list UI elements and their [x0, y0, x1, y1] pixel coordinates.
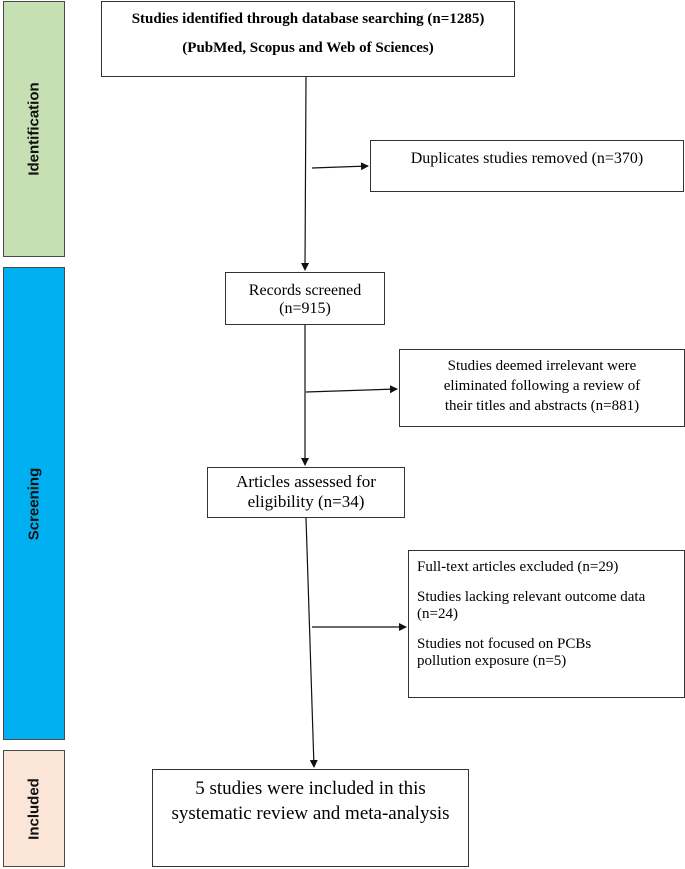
arrow-to-duplicates	[311, 162, 369, 171]
eligibility-line-2: eligibility (n=34)	[247, 492, 365, 511]
excluded-line-1: Full-text articles excluded (n=29)	[417, 559, 619, 575]
duplicates-line-1: Duplicates studies removed (n=370)	[410, 150, 644, 167]
phase-identification: Identification	[3, 1, 65, 257]
irrelevant-line-2: eliminated following a review of	[443, 378, 641, 394]
identified-line-2: (PubMed, Scopus and Web of Sciences)	[182, 40, 434, 56]
included-line-1: 5 studies were included in this	[195, 778, 426, 799]
arrow-to-irrelevant	[305, 385, 398, 394]
identified-line-1: Studies identified through database sear…	[131, 11, 485, 27]
eligibility-line-1: Articles assessed for	[236, 472, 376, 491]
excluded-line-4: Studies not focused on PCBs	[417, 636, 592, 652]
irrelevant-line-3: their titles and abstracts (n=881)	[444, 398, 640, 414]
box-irrelevant: Studies deemed irrelevant were eliminate…	[399, 349, 685, 427]
arrow-identified-to-screened	[301, 76, 310, 271]
box-excluded: Full-text articles excluded (n=29) Studi…	[408, 550, 685, 698]
box-screened: Records screened (n=915)	[225, 272, 385, 325]
irrelevant-line-1: Studies deemed irrelevant were	[447, 358, 637, 374]
excluded-line-5: pollution exposure (n=5)	[417, 653, 567, 669]
arrow-eligibility-to-included	[305, 517, 318, 768]
box-eligibility: Articles assessed for eligibility (n=34)	[207, 467, 405, 518]
screened-line-1: Records screened	[248, 282, 362, 299]
phase-included: Included	[3, 750, 65, 867]
screened-line-2: (n=915)	[279, 300, 331, 317]
phase-screening: Screening	[3, 267, 65, 740]
included-line-2: systematic review and meta-analysis	[171, 803, 450, 824]
excluded-line-2: Studies lacking relevant outcome data	[417, 589, 646, 605]
box-duplicates: Duplicates studies removed (n=370)	[370, 140, 684, 192]
box-identified: Studies identified through database sear…	[101, 1, 515, 77]
excluded-line-3: (n=24)	[417, 606, 458, 622]
box-included: 5 studies were included in this systemat…	[152, 769, 469, 867]
